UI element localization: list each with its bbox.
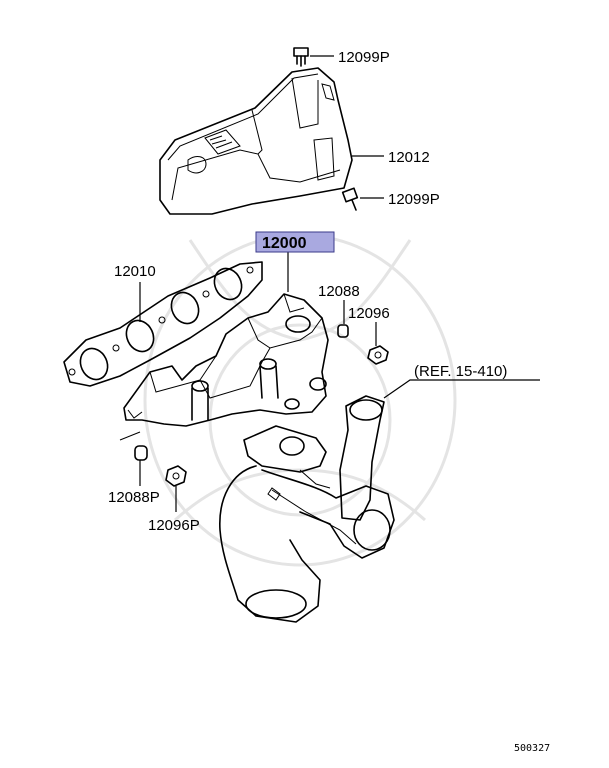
label-heat-protector: 12012 (388, 149, 430, 166)
label-nut-lower: 12096P (148, 517, 200, 534)
label-manifold-assy: 12000 (262, 235, 307, 252)
nut-part[interactable] (367, 345, 389, 365)
nut-lower-part[interactable] (165, 465, 187, 487)
nut-washer-part[interactable] (337, 324, 349, 338)
label-bolt-top: 12099P (338, 49, 390, 66)
turbocharger-ref-part[interactable] (219, 395, 395, 623)
manifold-assy-highlight[interactable] (255, 231, 335, 253)
diagram-code: 500327 (514, 743, 550, 754)
bolt-side[interactable] (341, 187, 359, 211)
bolt-top[interactable] (293, 47, 309, 67)
nut-washer-lower-part[interactable] (134, 445, 148, 461)
label-nut-washer: 12088 (318, 283, 360, 300)
label-gasket: 12010 (114, 263, 156, 280)
leader-turbo-ref (383, 379, 540, 399)
label-bolt-side: 12099P (388, 191, 440, 208)
label-nut-washer-lower: 12088P (108, 489, 160, 506)
heat-protector-part[interactable] (159, 67, 353, 215)
manifold-gasket-part[interactable] (63, 261, 263, 387)
label-turbo-ref: (REF. 15-410) (414, 363, 507, 380)
exhaust-manifold-part[interactable] (123, 293, 329, 427)
label-nut: 12096 (348, 305, 390, 322)
leader-dash-lower (119, 431, 141, 441)
